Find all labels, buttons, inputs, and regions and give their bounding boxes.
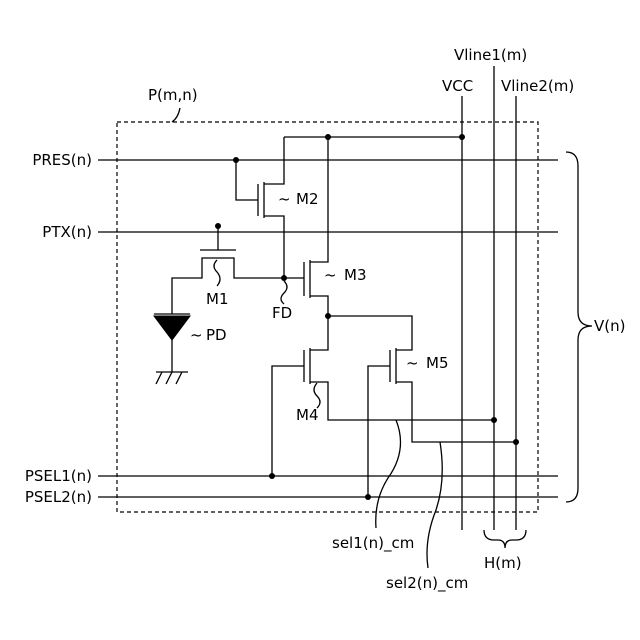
pd-diode-icon: [154, 316, 190, 340]
sel2-label: sel2(n)_cm: [386, 574, 468, 593]
sel2-leader: [427, 442, 442, 568]
pixel-label-leader: [172, 108, 180, 122]
psel2-label: PSEL2(n): [25, 488, 92, 506]
ground-hatch: [156, 372, 182, 384]
vline2-label: Vline2(m): [501, 77, 574, 95]
psel2-junction: [365, 494, 371, 500]
h-group-label: H(m): [484, 554, 522, 572]
m4-output: [310, 382, 494, 420]
pres-label: PRES(n): [32, 151, 92, 169]
m1-gate-junction: [215, 223, 221, 229]
m5-gate-wire: [368, 366, 390, 497]
m5-tilde: ~: [406, 354, 419, 372]
sel1-label: sel1(n)_cm: [332, 534, 414, 553]
m2-label: M2: [296, 190, 319, 208]
psel1-junction: [269, 473, 275, 479]
fd-leader: [281, 281, 287, 304]
m2-tilde: ~: [278, 190, 291, 208]
m5-output: [396, 382, 516, 442]
m5-label: M5: [426, 354, 449, 372]
m2-gate-junction: [233, 157, 239, 163]
pd-tilde: ~: [190, 326, 203, 344]
ptx-label: PTX(n): [42, 223, 92, 241]
m2-gate-wire: [236, 160, 258, 200]
pixel-label: P(m,n): [148, 86, 198, 104]
m1-leader: [214, 260, 220, 286]
vcc-label: VCC: [442, 77, 473, 95]
m3-tilde: ~: [324, 266, 337, 284]
m4-drain: [310, 316, 328, 350]
psel1-label: PSEL1(n): [25, 467, 92, 485]
h-brace: [484, 530, 526, 548]
m1-label: M1: [206, 290, 229, 308]
v-brace: [566, 152, 592, 502]
vline1-junction: [491, 417, 497, 423]
vline2-junction: [513, 439, 519, 445]
fd-label: FD: [272, 304, 292, 322]
m4-label: M4: [296, 406, 319, 424]
m2-source: [264, 216, 284, 278]
vline1-label: Vline1(m): [454, 46, 527, 64]
pd-label: PD: [206, 326, 227, 344]
m3-source: [310, 296, 328, 316]
m5-drain: [328, 316, 412, 350]
vcc-junction: [459, 134, 465, 140]
m4-leader: [314, 383, 320, 408]
m3-label: M3: [344, 266, 367, 284]
v-group-label: V(n): [594, 317, 625, 335]
